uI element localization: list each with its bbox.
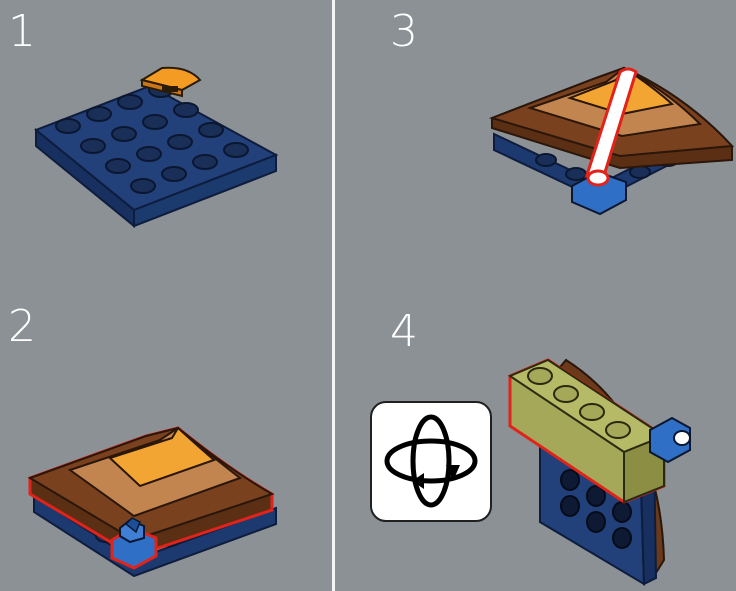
rotate-arrows-icon [372,403,490,520]
step-3-illustration [492,68,732,214]
step-2-illustration [30,428,276,576]
step-1-illustration [36,68,276,226]
rotate-model-icon [370,401,492,522]
step-4-illustration [510,360,690,584]
